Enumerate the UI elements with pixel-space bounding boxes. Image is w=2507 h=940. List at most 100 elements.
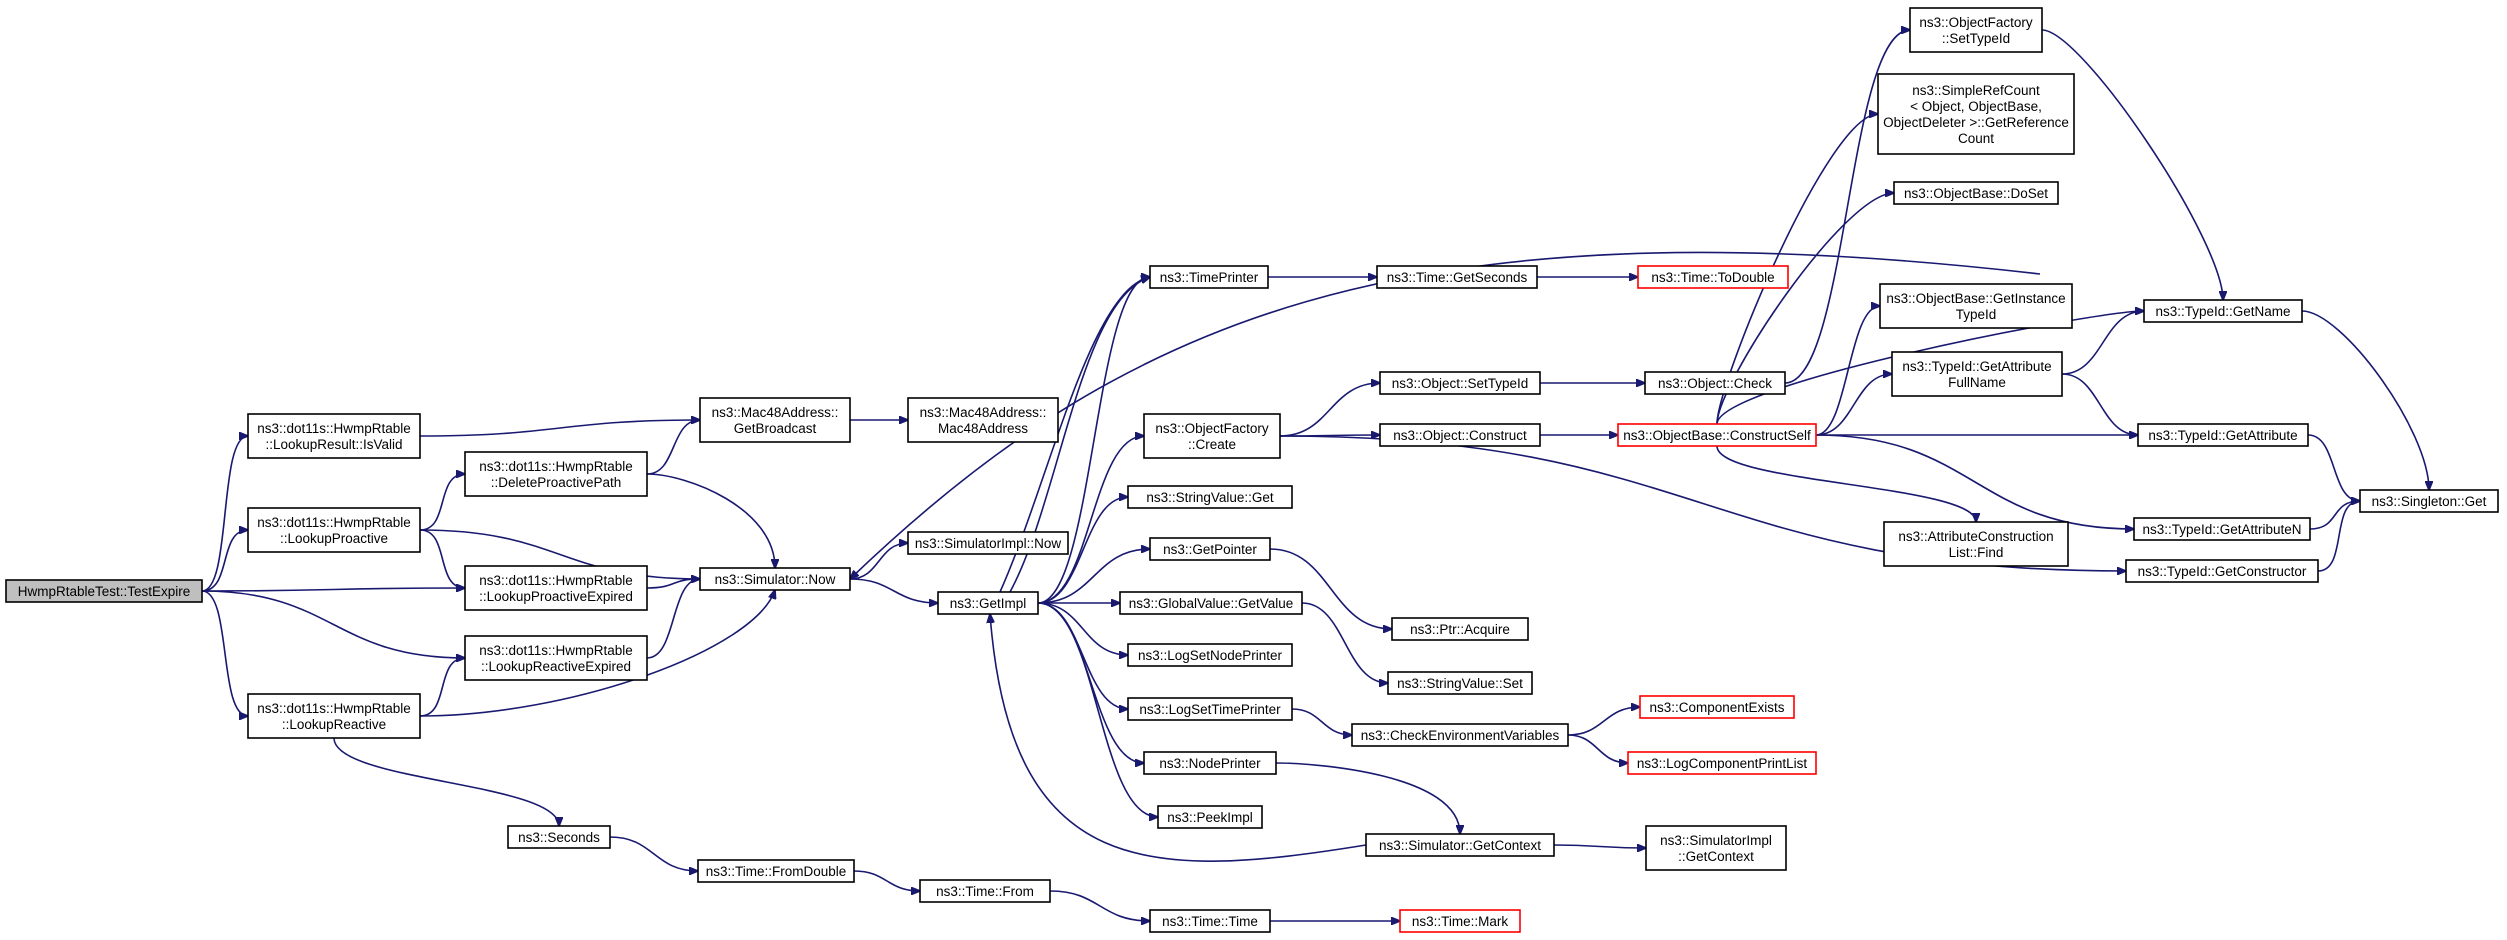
node-box-objcheck	[1644, 371, 1786, 395]
edge-timefrom-timetime	[1049, 890, 1150, 921]
node-simplerefcount[interactable]: ns3::SimpleRefCount< Object, ObjectBase,…	[1877, 73, 2075, 155]
node-lookupproactive[interactable]: ns3::dot11s::HwmpRtable::LookupProactive	[247, 507, 421, 553]
node-lookupreactiveexpired[interactable]: ns3::dot11s::HwmpRtable::LookupReactiveE…	[464, 635, 648, 681]
edge-lookupproactive-lookupproactiveexpired	[419, 529, 465, 588]
edge-tidgetname-singletonget	[2301, 310, 2429, 490]
node-box-getpointer	[1149, 537, 1271, 561]
node-label-simimplnow: ns3::SimulatorImpl::Now	[915, 536, 1062, 551]
node-label-timemark: ns3::Time::Mark	[1412, 914, 1509, 929]
node-label-getbroadcast: ns3::Mac48Address::	[712, 405, 839, 420]
node-simgetcontext[interactable]: ns3::Simulator::GetContext	[1365, 833, 1555, 857]
node-box-ofsettypeid	[1909, 7, 2043, 53]
node-label-timegetseconds: ns3::Time::GetSeconds	[1387, 270, 1528, 285]
node-label-stringvalueset: ns3::StringValue::Set	[1397, 676, 1523, 691]
edge-isvalid-getbroadcast	[419, 420, 700, 437]
node-obdoset[interactable]: ns3::ObjectBase::DoSet	[1893, 181, 2059, 205]
node-mac48address[interactable]: ns3::Mac48Address::Mac48Address	[907, 397, 1059, 443]
node-timegetseconds[interactable]: ns3::Time::GetSeconds	[1376, 265, 1538, 289]
node-box-peekimpl	[1157, 805, 1263, 829]
node-timeprinter[interactable]: ns3::TimePrinter	[1149, 265, 1269, 289]
node-box-gvgetvalue	[1119, 591, 1303, 615]
node-logsettimeprinter[interactable]: ns3::LogSetTimePrinter	[1127, 697, 1293, 721]
node-singletonget[interactable]: ns3::Singleton::Get	[2359, 489, 2499, 513]
node-label-getpointer: ns3::GetPointer	[1163, 542, 1257, 557]
node-label-isvalid: ns3::dot11s::HwmpRtable	[257, 421, 411, 436]
node-simimplgetcontext[interactable]: ns3::SimulatorImpl::GetContext	[1645, 825, 1787, 871]
call-nodes: HwmpRtableTest::TestExpirens3::dot11s::H…	[5, 7, 2499, 933]
node-label-todouble: ns3::Time::ToDouble	[1651, 270, 1774, 285]
node-getpointer[interactable]: ns3::GetPointer	[1149, 537, 1271, 561]
node-checkenv[interactable]: ns3::CheckEnvironmentVariables	[1351, 723, 1569, 747]
node-box-timemark	[1399, 909, 1521, 933]
node-fromdouble[interactable]: ns3::Time::FromDouble	[697, 859, 855, 883]
node-label-isvalid: ::LookupResult::IsValid	[265, 437, 402, 452]
node-box-timefrom	[919, 879, 1051, 903]
node-lookupproactiveexpired[interactable]: ns3::dot11s::HwmpRtable::LookupProactive…	[464, 565, 648, 611]
node-componentexists[interactable]: ns3::ComponentExists	[1639, 695, 1795, 719]
node-box-timetime	[1149, 909, 1271, 933]
node-box-getbroadcast	[699, 397, 851, 443]
edge-getimpl-nodeprinter	[1037, 602, 1144, 763]
node-box-fromdouble	[697, 859, 855, 883]
node-todouble[interactable]: ns3::Time::ToDouble	[1637, 265, 1789, 289]
node-box-tidgetname	[2143, 299, 2303, 323]
node-box-simgetcontext	[1365, 833, 1555, 857]
node-label-logsetnodeprinter: ns3::LogSetNodePrinter	[1138, 648, 1283, 663]
node-box-root	[5, 579, 203, 603]
node-logcompprintlist[interactable]: ns3::LogComponentPrintList	[1627, 751, 1817, 775]
node-box-obgetinstancetypeid	[1879, 283, 2073, 329]
node-objsettypeid[interactable]: ns3::Object::SetTypeId	[1379, 371, 1541, 395]
node-tidgetconstructor[interactable]: ns3::TypeId::GetConstructor	[2125, 559, 2319, 583]
node-label-root: HwmpRtableTest::TestExpire	[18, 584, 191, 599]
node-ptracquire[interactable]: ns3::Ptr::Acquire	[1391, 617, 1529, 641]
edge-root-lookupreactive	[201, 590, 248, 716]
edge-getpointer-ptracquire	[1269, 548, 1392, 629]
node-simnow[interactable]: ns3::Simulator::Now	[699, 567, 851, 591]
node-getbroadcast[interactable]: ns3::Mac48Address::GetBroadcast	[699, 397, 851, 443]
node-objcheck[interactable]: ns3::Object::Check	[1644, 371, 1786, 395]
node-root[interactable]: HwmpRtableTest::TestExpire	[5, 579, 203, 603]
node-tidgetattribute[interactable]: ns3::TypeId::GetAttribute	[2137, 423, 2309, 447]
node-box-stringvalueget	[1127, 485, 1293, 509]
node-constructself[interactable]: ns3::ObjectBase::ConstructSelf	[1617, 423, 1817, 447]
node-tidgetattributen[interactable]: ns3::TypeId::GetAttributeN	[2133, 517, 2311, 541]
node-timefrom[interactable]: ns3::Time::From	[919, 879, 1051, 903]
node-gvgetvalue[interactable]: ns3::GlobalValue::GetValue	[1119, 591, 1303, 615]
node-isvalid[interactable]: ns3::dot11s::HwmpRtable::LookupResult::I…	[247, 413, 421, 459]
node-box-objconstruct	[1379, 423, 1541, 447]
node-box-getimpl	[937, 591, 1039, 615]
edge-gvgetvalue-stringvalueset	[1301, 602, 1388, 683]
node-box-objsettypeid	[1379, 371, 1541, 395]
node-lookupreactive[interactable]: ns3::dot11s::HwmpRtable::LookupReactive	[247, 693, 421, 739]
edge-simnow-getimpl	[849, 578, 938, 603]
node-label-mac48address: Mac48Address	[938, 421, 1028, 436]
edge-getimpl-peekimpl	[1037, 602, 1158, 817]
node-logsetnodeprinter[interactable]: ns3::LogSetNodePrinter	[1127, 643, 1293, 667]
node-label-stringvalueget: ns3::StringValue::Get	[1146, 490, 1274, 505]
node-objconstruct[interactable]: ns3::Object::Construct	[1379, 423, 1541, 447]
node-seconds[interactable]: ns3::Seconds	[507, 825, 611, 849]
node-ofcreate[interactable]: ns3::ObjectFactory::Create	[1143, 413, 1281, 459]
node-stringvalueget[interactable]: ns3::StringValue::Get	[1127, 485, 1293, 509]
edge-seconds-fromdouble	[609, 836, 698, 871]
node-stringvalueset[interactable]: ns3::StringValue::Set	[1387, 671, 1533, 695]
node-label-tidgetattribute: ns3::TypeId::GetAttribute	[2148, 428, 2297, 443]
node-box-simimplgetcontext	[1645, 825, 1787, 871]
node-label-ofsettypeid: ns3::ObjectFactory	[1919, 15, 2033, 30]
node-getimpl[interactable]: ns3::GetImpl	[937, 591, 1039, 615]
node-peekimpl[interactable]: ns3::PeekImpl	[1157, 805, 1263, 829]
node-label-simplerefcount: ns3::SimpleRefCount	[1912, 83, 2040, 98]
node-ofsettypeid[interactable]: ns3::ObjectFactory::SetTypeId	[1909, 7, 2043, 53]
node-nodeprinter[interactable]: ns3::NodePrinter	[1143, 751, 1277, 775]
node-box-todouble	[1637, 265, 1789, 289]
node-timemark[interactable]: ns3::Time::Mark	[1399, 909, 1521, 933]
node-box-lookupreactiveexpired	[464, 635, 648, 681]
node-label-simimplgetcontext: ns3::SimulatorImpl	[1660, 833, 1772, 848]
node-deleteproactivepath[interactable]: ns3::dot11s::HwmpRtable::DeleteProactive…	[464, 451, 648, 497]
node-tidgetname[interactable]: ns3::TypeId::GetName	[2143, 299, 2303, 323]
node-simimplnow[interactable]: ns3::SimulatorImpl::Now	[907, 531, 1069, 555]
node-timetime[interactable]: ns3::Time::Time	[1149, 909, 1271, 933]
